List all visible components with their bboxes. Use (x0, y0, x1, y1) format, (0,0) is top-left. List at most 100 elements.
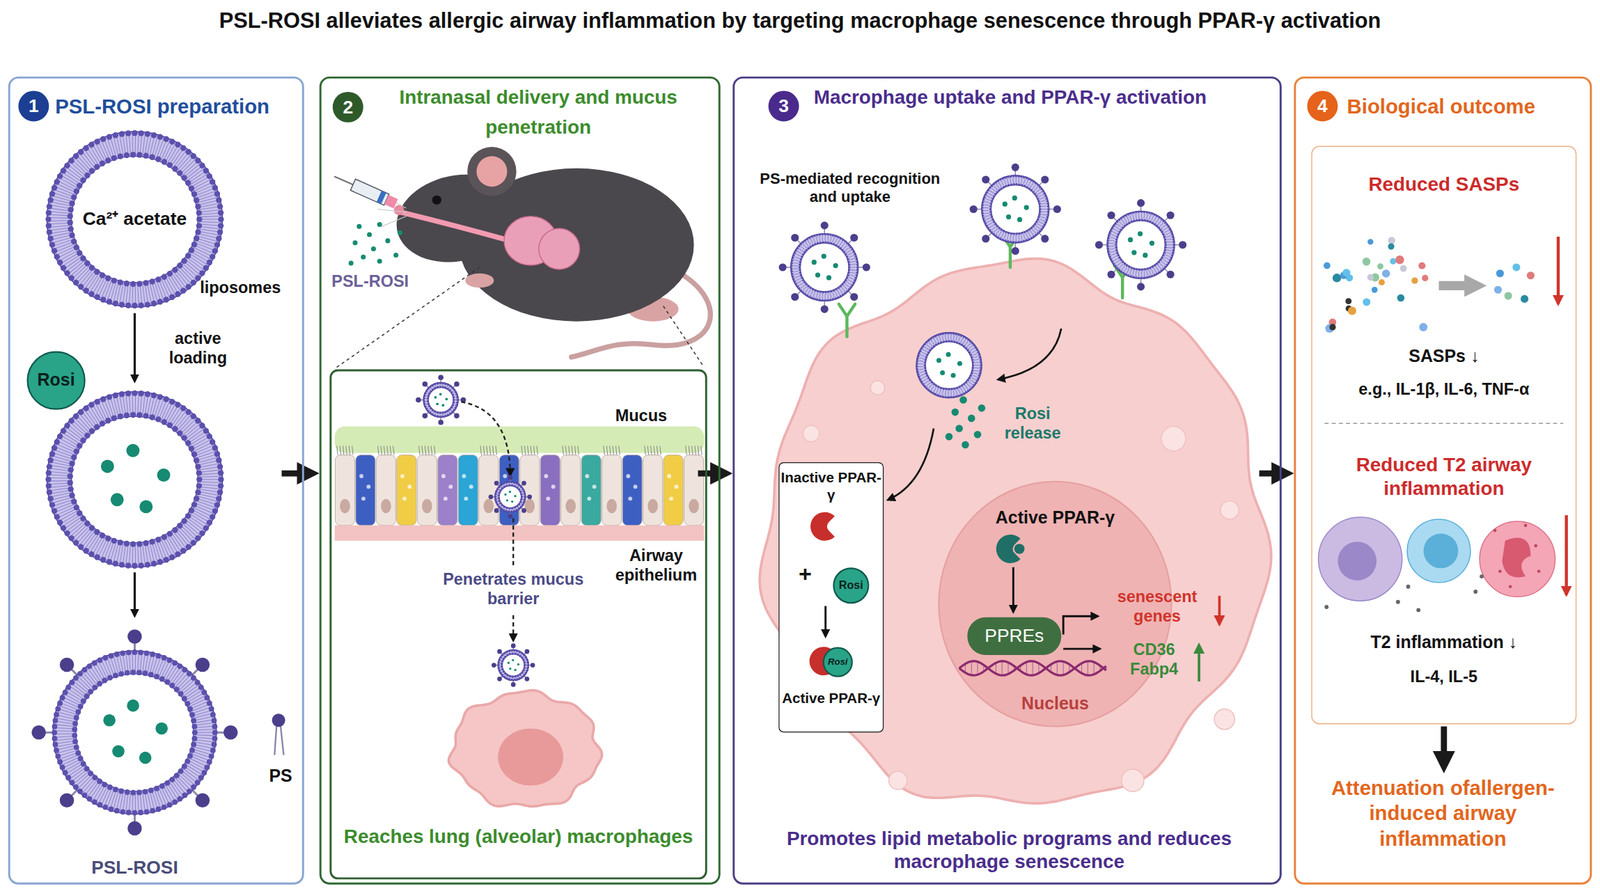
lipid-head (73, 153, 79, 159)
bilayer (916, 332, 982, 399)
lipid-head (161, 158, 168, 165)
spray-dot (366, 232, 372, 238)
ps-icon-tail (274, 726, 277, 756)
lipid-head (527, 664, 530, 668)
lipid-head (1132, 220, 1136, 223)
lipid-head (148, 538, 155, 545)
lipid-head (997, 226, 1001, 230)
callout-number: 1 (18, 93, 49, 119)
lipid-head (178, 768, 184, 775)
node-text: Promotes lipid metabolic programs and re… (784, 826, 1234, 874)
sasp-dot (1389, 258, 1396, 265)
ps-head (1107, 211, 1115, 220)
lipid-head (1138, 268, 1142, 272)
lipid-head (1140, 276, 1144, 280)
lipid-head (799, 271, 803, 275)
drug-dot (1012, 195, 1018, 201)
lipid-head (186, 671, 193, 677)
lipid-head (523, 492, 527, 496)
lipid-head (144, 130, 151, 137)
node-text: e.g., IL-1β, IL-6, TNF-α (1312, 379, 1576, 399)
drug-dot (100, 459, 115, 473)
lipid-head (991, 218, 995, 222)
drug-dot (139, 751, 152, 765)
lipid-head (422, 397, 426, 401)
lipid-head (1155, 224, 1159, 228)
sasp-dot (1345, 297, 1352, 305)
lipid-head (923, 366, 927, 370)
node-text: Nucleus (936, 694, 1174, 716)
drug-dot (511, 659, 514, 662)
lipid-tails (497, 483, 524, 511)
lipid-head (1112, 262, 1116, 266)
lipid-head (523, 667, 527, 670)
lipid-head (217, 229, 223, 235)
drug-dot (513, 669, 516, 672)
macrophage-nucleus (497, 728, 564, 786)
lipid-head (996, 224, 1000, 228)
lipid-head (925, 371, 929, 375)
lipid-head (64, 270, 70, 276)
lipid-head (1031, 190, 1035, 194)
lipid-head (974, 346, 978, 349)
ps-head (524, 676, 530, 682)
lipid-head (151, 392, 157, 399)
lipid-head (429, 389, 433, 393)
lipid-head (1004, 239, 1007, 243)
lipid-head (944, 332, 947, 335)
lipid-head (845, 255, 849, 259)
lipid-head (52, 717, 59, 724)
lipid-head (979, 358, 983, 362)
lipid-head (46, 489, 53, 496)
lipid-head (174, 401, 181, 408)
granule (402, 496, 407, 501)
lipid-head (67, 226, 74, 232)
lipid-head (1038, 205, 1042, 209)
drug-dot (946, 352, 952, 358)
lipid-head (429, 407, 433, 411)
lipid-head (923, 369, 927, 373)
granule (502, 474, 507, 479)
lipid-head (181, 696, 188, 702)
lipid-head (990, 213, 993, 216)
lipid-head (71, 726, 78, 733)
lipid-head (212, 735, 218, 742)
drug-dot (833, 263, 839, 269)
lipid-head (996, 190, 1000, 194)
lipid-head (102, 804, 108, 811)
lipid-head (853, 279, 857, 282)
lipid-head (994, 192, 998, 196)
lipid-head (1146, 220, 1149, 223)
lipid-head (117, 539, 124, 546)
lipid-head (955, 341, 959, 344)
lipid-head (52, 735, 58, 742)
lipid-head (451, 410, 454, 414)
lipid-head (525, 658, 529, 662)
lipid-head (446, 413, 450, 417)
lipid-head (119, 130, 125, 137)
lipid-head (824, 241, 828, 245)
lipid-head (217, 210, 224, 216)
lipid-head (1121, 226, 1125, 230)
lipid-head (185, 180, 191, 186)
lipid-head (105, 535, 111, 541)
ps-head (1166, 270, 1174, 279)
lipid-head (520, 495, 524, 499)
lipid-head (1107, 250, 1110, 254)
lipid-head (965, 346, 968, 350)
lipid-head (1042, 223, 1046, 227)
lipid-head (142, 540, 149, 546)
sasp-dot (1342, 268, 1351, 277)
lipid-head (107, 675, 113, 681)
lipid-head (505, 484, 509, 488)
lipid-head (931, 391, 935, 395)
lipid-head (997, 179, 1000, 183)
node-text: Reduced SASPs (1312, 173, 1576, 197)
ps-head (521, 481, 527, 486)
lipid-head (978, 355, 982, 359)
ps-head (527, 494, 532, 500)
lipid-head (185, 252, 191, 259)
lipid-head (496, 503, 500, 507)
lipid-head (1116, 251, 1119, 255)
lipid-head (841, 249, 844, 253)
